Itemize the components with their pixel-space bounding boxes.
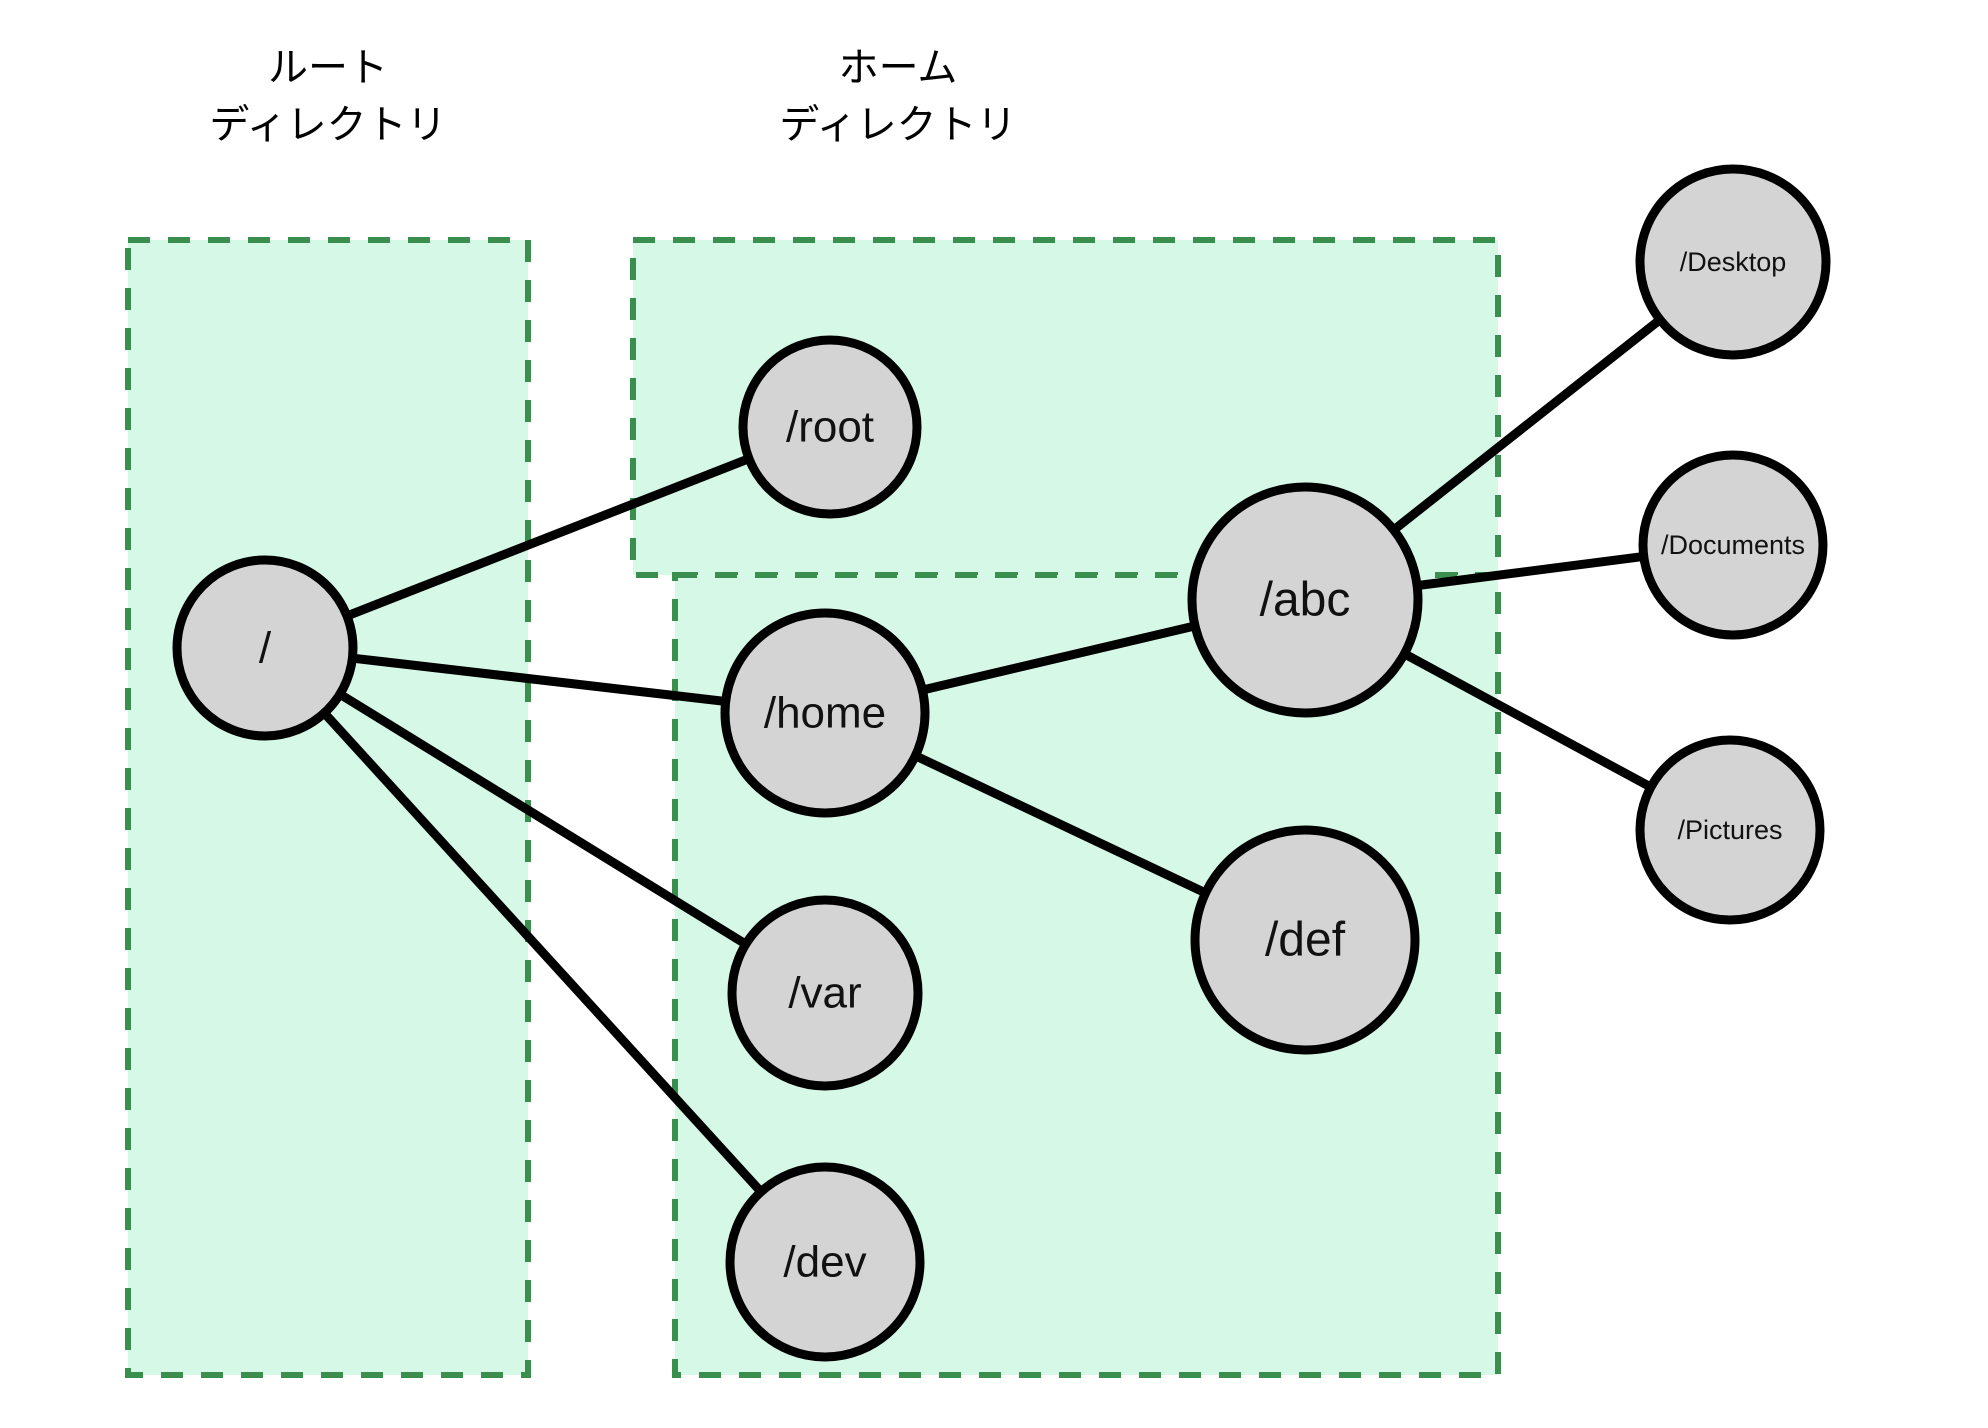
edge-root-to-var [332, 687, 754, 951]
edge-root-to-rootdir [338, 452, 758, 622]
node-circle-documents[interactable] [1638, 450, 1828, 640]
node-var[interactable]: /var [727, 895, 923, 1091]
node-circle-dev[interactable] [725, 1162, 925, 1362]
node-abc[interactable]: /abc [1187, 482, 1423, 718]
node-circle-rootdir[interactable] [738, 335, 922, 519]
edge-root-to-home [343, 653, 735, 707]
edge-abc-to-desktop [1386, 312, 1668, 537]
node-documents[interactable]: /Documents [1638, 450, 1828, 640]
node-label-rootdir: /root [786, 403, 874, 452]
node-circle-pictures[interactable] [1635, 735, 1825, 925]
node-home[interactable]: /home [720, 608, 930, 818]
node-desktop[interactable]: /Desktop [1635, 164, 1831, 360]
region-label-home-directory: ホーム ディレクトリ [779, 45, 1017, 148]
edge-abc-to-documents [1408, 551, 1653, 591]
node-pictures[interactable]: /Pictures [1635, 735, 1825, 925]
edge-home-to-def [907, 749, 1214, 900]
node-root[interactable]: / [172, 555, 358, 741]
edge-abc-to-pictures [1396, 647, 1659, 794]
node-circle-abc[interactable] [1187, 482, 1423, 718]
node-circle-desktop[interactable] [1635, 164, 1831, 360]
node-circle-root[interactable] [172, 555, 358, 741]
node-label-home: /home [764, 689, 886, 738]
node-circle-home[interactable] [720, 608, 930, 818]
edge-home-to-abc [913, 620, 1204, 696]
node-label-pictures: /Pictures [1677, 815, 1782, 845]
region-box-root-region [125, 237, 531, 1378]
node-circle-def[interactable] [1190, 825, 1420, 1055]
node-label-dev: /dev [783, 1238, 866, 1287]
node-label-documents: /Documents [1661, 530, 1805, 560]
node-label-root: / [259, 624, 272, 673]
edge-root-to-dev [317, 705, 769, 1200]
edges-layer [317, 312, 1668, 1200]
node-circle-var[interactable] [727, 895, 923, 1091]
node-label-var: /var [788, 969, 861, 1018]
node-dev[interactable]: /dev [725, 1162, 925, 1362]
node-label-def: /def [1265, 914, 1346, 967]
node-rootdir[interactable]: /root [738, 335, 922, 519]
node-def[interactable]: /def [1190, 825, 1420, 1055]
node-label-desktop: /Desktop [1680, 247, 1787, 277]
region-label-root-directory: ルート ディレクトリ [209, 45, 447, 148]
node-label-abc: /abc [1260, 574, 1351, 627]
nodes-layer: / /root/home/var/dev/abc/def/Desktop/Docu… [172, 164, 1831, 1362]
